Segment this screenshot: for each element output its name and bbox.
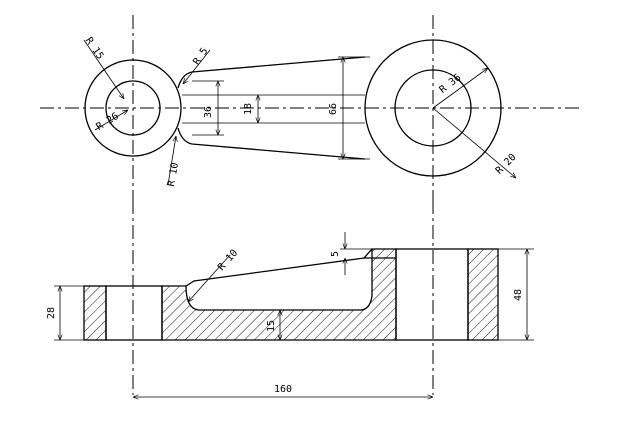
dim-15-label: 15 [266, 320, 277, 332]
dim-r15-label: R 15 [83, 36, 106, 62]
dim-r36-label: R 36 [438, 72, 464, 96]
left-hub-hatch-left [83, 285, 107, 341]
left-hub-bore [105, 285, 163, 341]
right-hub-inner-circle [394, 69, 472, 147]
left-hub-inner-circle [105, 80, 161, 136]
left-hub-outer-circle [84, 59, 182, 157]
arm-top-profile [185, 248, 373, 287]
section-view: 28 15 5 R 10 48 160 [46, 200, 534, 397]
arm-upper-edge [177, 56, 366, 89]
dim-r10-section-label: R 10 [216, 248, 240, 273]
dim-160-label: 160 [274, 384, 292, 395]
dim-36-label: 36 [203, 106, 214, 118]
dim-18-label: 18 [243, 103, 254, 115]
arm-lower-edge [177, 127, 366, 160]
dim-28-label: 28 [46, 307, 57, 319]
right-hub-bore [395, 248, 469, 341]
right-hub-hatch-right [467, 248, 499, 341]
dim-66-label: 66 [328, 103, 339, 115]
dim-5-label: 5 [330, 251, 341, 257]
arm-section-hatch [161, 248, 397, 341]
dim-r20-label: R 20 [494, 152, 519, 177]
right-hub-outer-circle [364, 39, 502, 177]
dim-48-label: 48 [513, 289, 524, 301]
dim-r10-top-label: R 10 [166, 162, 181, 188]
top-view: 36 18 66 R 15 R 26 R 5 R 10 R 36 R 20 [40, 15, 582, 200]
dim-r5-label: R 5 [191, 46, 210, 67]
